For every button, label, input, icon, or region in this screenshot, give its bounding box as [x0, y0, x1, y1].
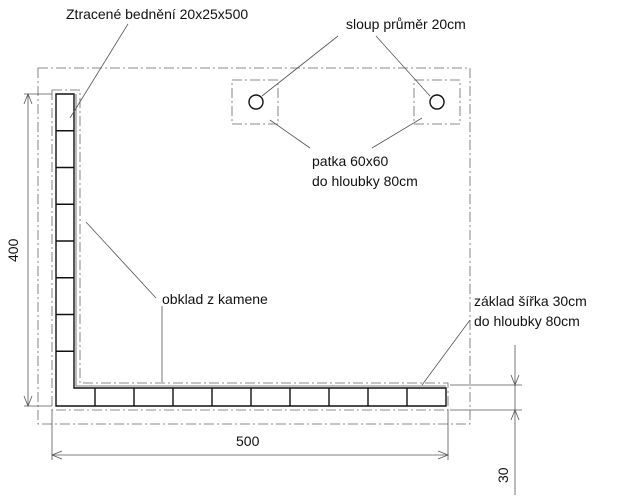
label-pillar: sloup průměr 20cm — [346, 16, 466, 32]
footing-left — [231, 79, 279, 125]
footing-left-outline — [231, 79, 279, 125]
label-formwork: Ztracené bednění 20x25x500 — [66, 6, 248, 22]
dim-width-arrow-left — [50, 450, 63, 460]
leader-pillar-right — [375, 35, 431, 97]
label-stone-cladding: obklad z kamene — [162, 291, 268, 307]
dim-height-text: 400 — [5, 238, 21, 262]
dimension-width: 500 — [50, 410, 450, 460]
pillar-left — [248, 94, 264, 110]
leader-lines — [69, 23, 471, 386]
wall-outline — [55, 93, 447, 407]
dim-thick-arrow-top — [510, 374, 520, 387]
horizontal-block-joints — [94, 388, 408, 406]
leader-cladding-wall — [85, 221, 157, 299]
leader-pillar-left — [261, 35, 339, 97]
dim-height-arrow-bottom — [23, 395, 33, 408]
dim-thick-arrow-bottom — [510, 408, 520, 421]
dim-height-arrow-top — [23, 92, 33, 105]
leader-footing-left — [269, 119, 311, 149]
leader-footing-right — [371, 117, 423, 149]
footing-right — [413, 79, 461, 125]
dim-width-text: 500 — [236, 433, 260, 449]
leader-formwork — [69, 23, 129, 119]
dim-width-arrow-right — [437, 450, 450, 460]
label-footing-line2: do hloubky 80cm — [312, 173, 418, 189]
footing-right-outline — [413, 79, 461, 125]
label-footing-line1: patka 60x60 — [312, 153, 388, 169]
label-foundation-line2: do hloubky 80cm — [474, 313, 580, 329]
dimension-thickness: 30 — [450, 345, 522, 495]
label-foundation-line1: základ šířka 30cm — [474, 293, 587, 309]
pillar-right — [429, 94, 445, 110]
stone-cladding-line — [75, 94, 446, 387]
dim-thick-text: 30 — [495, 467, 511, 483]
dimension-height: 400 — [5, 92, 52, 408]
vertical-block-joints — [56, 130, 74, 352]
plot-boundary — [37, 67, 471, 425]
leader-foundation — [421, 319, 471, 386]
